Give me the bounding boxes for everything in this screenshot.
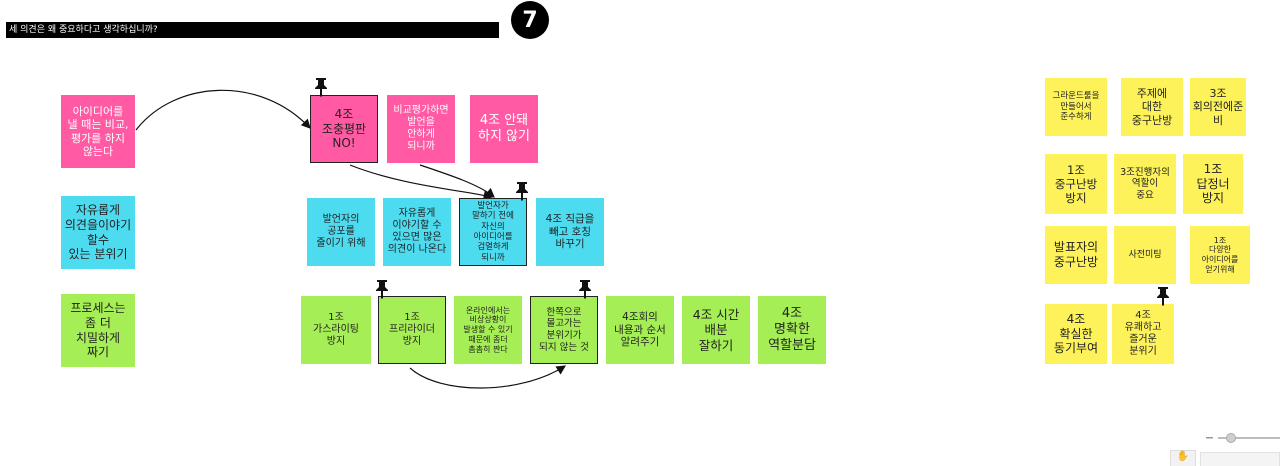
note-pre-meeting[interactable]: 사전미팅: [1114, 226, 1176, 284]
question-banner: 세 의견은 왜 중요하다고 생각하십니까?: [6, 22, 499, 38]
pushpin-icon: [579, 280, 591, 299]
note-group3-host[interactable]: 3조진행자의 역할이 중요: [1114, 154, 1176, 214]
note-compare[interactable]: 아이디어를 낼 때는 비교, 평가를 하지 않는다: [61, 95, 135, 168]
note-self-censor[interactable]: 발언자가 말하기 전에 자신의 아이디어를 검열하게 되니까: [459, 198, 527, 266]
note-group4-no-2[interactable]: 4조 안돼 하지 않기: [470, 95, 538, 163]
note-process[interactable]: 프로세스는 좀 더 치밀하게 짜기: [61, 294, 135, 367]
arrow-group4-to-censor: [349, 164, 494, 200]
note-topic-mess[interactable]: 주제에 대한 중구난방: [1121, 78, 1183, 136]
arrow-freerider-to-oneside: [409, 365, 567, 389]
note-presenter-mess[interactable]: 발표자의 중구난방: [1045, 226, 1107, 284]
note-group4-no[interactable]: 4조 조충평판 NO!: [310, 95, 378, 163]
note-one-side[interactable]: 한쪽으로 몰고가는 분위기가 되지 않는 것: [530, 296, 598, 364]
zoom-track[interactable]: [1218, 437, 1280, 439]
note-free-atmosphere[interactable]: 자유롭게 의견을이야기할수 있는 분위기: [61, 196, 135, 269]
arrow-compare-to-group4: [135, 89, 311, 131]
note-group1-answer[interactable]: 1조 답정너 방지: [1183, 154, 1243, 214]
arrow-compare-eval-to-censor: [419, 164, 495, 198]
pushpin-icon: [516, 182, 528, 201]
pushpin-icon: [1157, 287, 1169, 306]
note-meeting-order[interactable]: 4조회의 내용과 순서 알려주기: [606, 296, 674, 364]
note-compare-eval[interactable]: 비교평가하면 발언을 안하게 되니까: [387, 95, 455, 163]
zoom-thumb[interactable]: [1226, 433, 1236, 443]
note-group1-mess[interactable]: 1조 중구난방 방지: [1045, 154, 1107, 214]
zoom-minus-icon[interactable]: [1206, 432, 1214, 444]
note-ground-rules[interactable]: 그라운드룰을 만들어서 준수하게: [1045, 78, 1107, 136]
note-no-rank[interactable]: 4조 직급을 빼고 호칭 바꾸기: [536, 198, 604, 266]
note-speaker-fear[interactable]: 발언자의 공포를 줄이기 위해: [307, 198, 375, 266]
step-number-badge: 7: [511, 1, 549, 39]
hand-icon[interactable]: ✋: [1170, 450, 1196, 466]
bottom-panel: [1200, 452, 1280, 466]
note-group4-fun[interactable]: 4조 유쾌하고 즐거운 분위기: [1112, 304, 1174, 364]
note-group1-ideas[interactable]: 1조 다양한 아이디어를 얻기위해: [1190, 226, 1250, 284]
note-group3-prep[interactable]: 3조 회의전에준비: [1190, 78, 1246, 136]
pushpin-icon: [315, 78, 327, 97]
note-free-rider[interactable]: 1조 프리라이더 방지: [378, 296, 446, 364]
note-time[interactable]: 4조 시간 배분 잘하기: [682, 296, 750, 364]
pushpin-icon: [376, 280, 388, 299]
zoom-slider[interactable]: [1206, 432, 1280, 444]
note-roles[interactable]: 4조 명확한 역할분담: [758, 296, 826, 364]
note-group4-motivate[interactable]: 4조 확실한 동기부여: [1045, 304, 1107, 364]
note-free-talk[interactable]: 자유롭게 이야기할 수 있으면 많은 의견이 나온다: [383, 198, 451, 266]
note-online[interactable]: 온라인에서는 비상상황이 발생할 수 있기 때문에 좀더 촘촘히 짠다: [454, 296, 522, 364]
note-gaslighting[interactable]: 1조 가스라이팅 방지: [301, 296, 371, 364]
